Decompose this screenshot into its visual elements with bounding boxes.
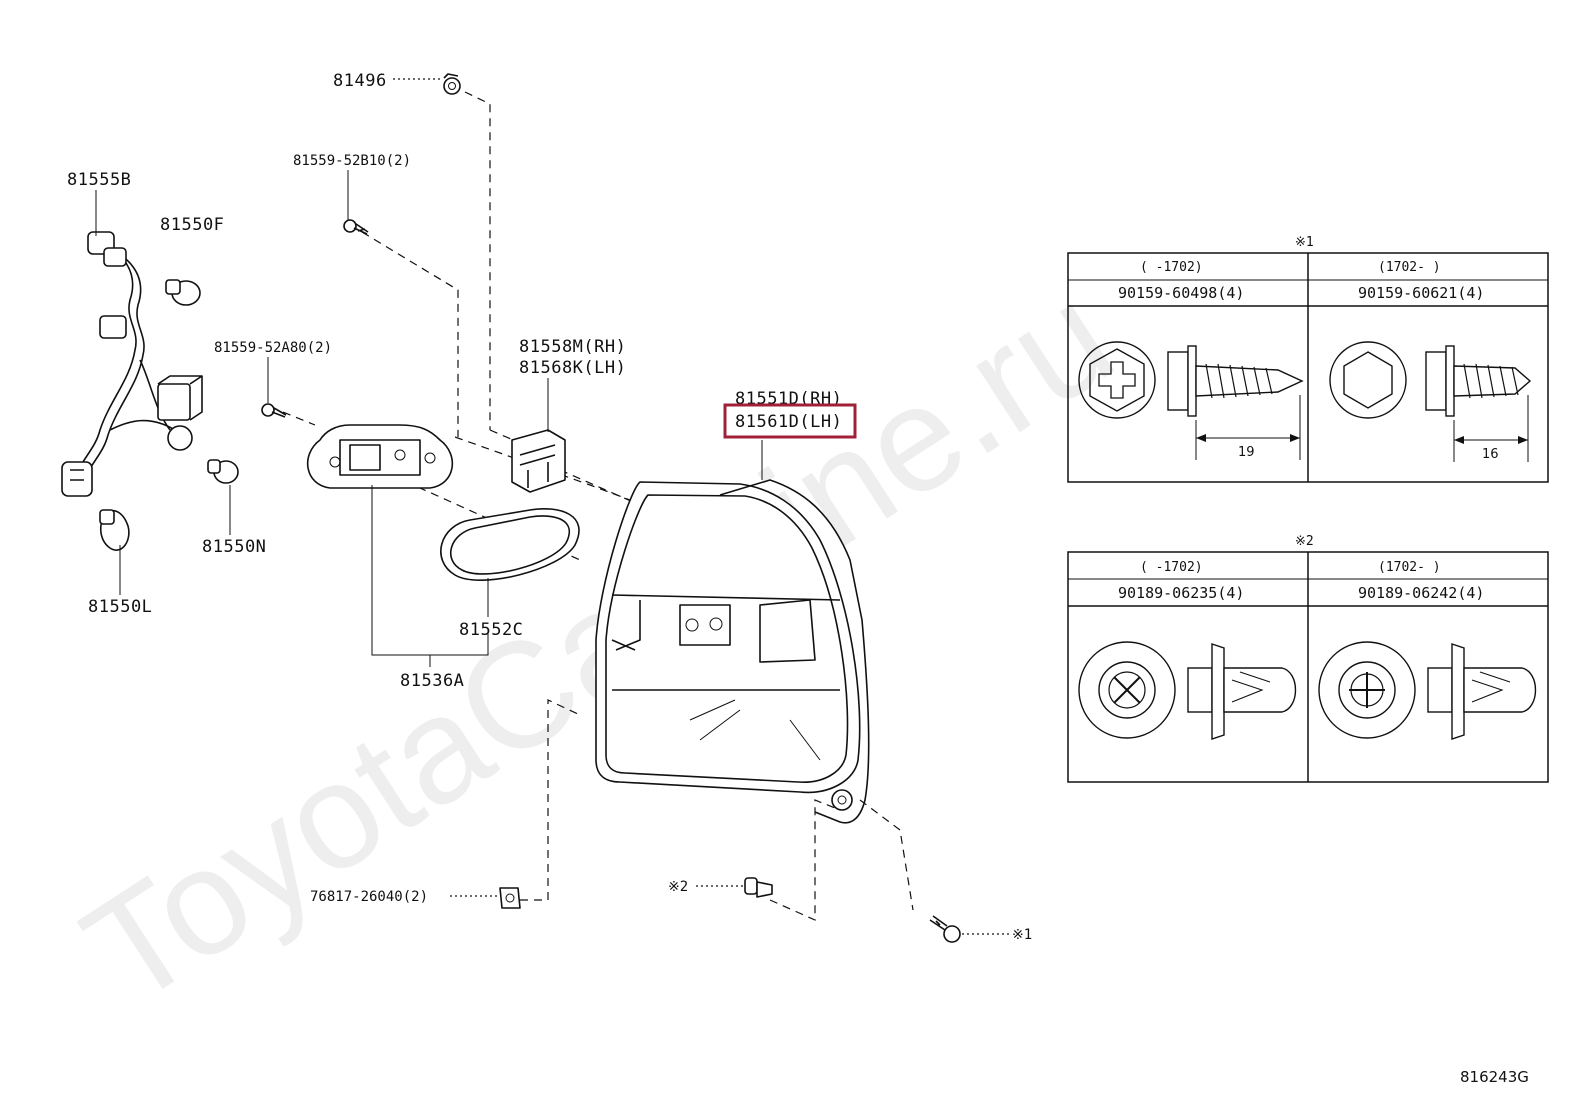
label-81496: 81496 (333, 71, 387, 91)
table1-col1-part: 90159-60498(4) (1118, 284, 1244, 302)
table2-col1-head: ( -1702) (1140, 560, 1203, 575)
screw-81559-52b10[interactable] (343, 219, 369, 235)
clip-76817-26040[interactable] (499, 887, 521, 909)
highlight-box (723, 403, 857, 439)
bulb-81550l[interactable] (99, 509, 130, 551)
label-76817-26040: 76817-26040(2) (310, 889, 428, 905)
table-note2: ※2 ( -1702) (1702- ) 90189-06235(4) 9018… (1067, 534, 1549, 783)
label-81550l: 81550L (88, 597, 152, 617)
gasket-81552c[interactable] (440, 508, 580, 581)
table1-mark: ※1 (1295, 235, 1314, 250)
table-note1: ※1 ( -1702) (1702- ) 90159-60498(4) 9015… (1067, 235, 1549, 483)
label-81550f: 81550F (160, 215, 224, 235)
table1-col2-dim: 16 (1482, 447, 1499, 462)
screw-81559-52a80[interactable] (261, 403, 287, 418)
label-81555b: 81555B (67, 170, 131, 190)
clip-90189-06242-drawing (1318, 641, 1537, 740)
table1-col2-head: (1702- ) (1378, 260, 1441, 275)
wire-harness-81555b[interactable] (61, 231, 203, 497)
tapping-screw-90159-60621-drawing: 16 (1329, 341, 1532, 462)
bulb-81550f[interactable] (165, 279, 201, 306)
table1-col1-head: ( -1702) (1140, 260, 1203, 275)
label-81552c: 81552C (459, 620, 523, 640)
table1-col2-part: 90159-60621(4) (1358, 284, 1484, 302)
label-81550n: 81550N (202, 537, 266, 557)
label-81559-52b10: 81559-52B10(2) (293, 153, 411, 169)
table2-col2-part: 90189-06242(4) (1358, 584, 1484, 602)
bulb-81550n[interactable] (207, 459, 239, 484)
table2-col2-head: (1702- ) (1378, 560, 1441, 575)
table1-col1-dim: 19 (1238, 445, 1255, 460)
clip-note2[interactable] (744, 877, 773, 898)
table2-mark: ※2 (1295, 534, 1314, 549)
label-81568k: 81568K(LH) (519, 358, 626, 378)
label-note2-ref: ※2 (668, 879, 688, 895)
screw-note1[interactable] (929, 915, 961, 943)
label-81536a: 81536A (400, 671, 464, 691)
label-leaders (95, 170, 763, 667)
clip-90189-06235-drawing (1078, 641, 1297, 740)
rear-combination-lamp-81561d[interactable] (595, 479, 870, 824)
label-81558m: 81558M(RH) (519, 337, 626, 357)
diagram-code: 816243G (1460, 1068, 1529, 1086)
socket-81558m[interactable] (511, 429, 566, 493)
label-81561d: 81561D(LH) (735, 412, 842, 432)
label-note1-ref: ※1 (1012, 927, 1032, 943)
label-81559-52a80: 81559-52A80(2) (214, 340, 332, 356)
clip-81496[interactable] (443, 73, 461, 95)
table2-col1-part: 90189-06235(4) (1118, 584, 1244, 602)
tapping-screw-90159-60498-drawing: 19 (1078, 341, 1304, 460)
lamp-unit-81536a[interactable] (306, 424, 454, 489)
